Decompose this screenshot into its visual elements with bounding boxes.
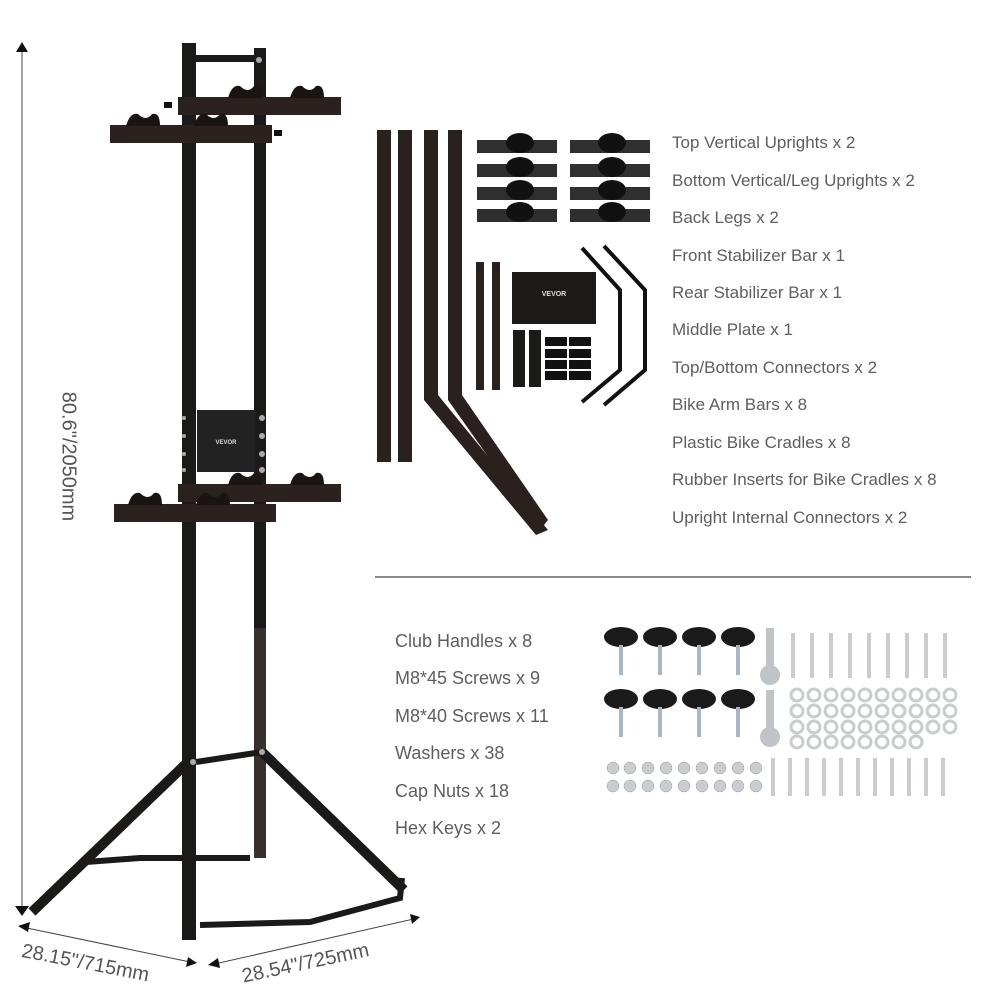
- cap-nuts: [606, 761, 763, 793]
- part-item: Upright Internal Connectors x 2: [672, 508, 908, 527]
- section-divider: [375, 576, 971, 578]
- hex-keys: [760, 628, 780, 747]
- hardware-item: M8*40 Screws x 11: [395, 706, 549, 726]
- part-item: Bottom Vertical/Leg Uprights x 2: [672, 171, 915, 190]
- club-handles: [604, 627, 755, 737]
- plate-logo: VEVOR: [215, 440, 237, 446]
- hardware-item: Hex Keys x 2: [395, 818, 502, 838]
- part-item: Top Vertical Uprights x 2: [672, 133, 856, 152]
- hardware-item: M8*45 Screws x 9: [395, 668, 541, 688]
- part-item: Rear Stabilizer Bar x 1: [672, 283, 843, 302]
- hardware-item: Cap Nuts x 18: [395, 781, 510, 801]
- part-item: Back Legs x 2: [672, 208, 779, 227]
- part-item: Front Stabilizer Bar x 1: [672, 246, 845, 265]
- part-item: Bike Arm Bars x 8: [672, 395, 808, 414]
- washers: [789, 687, 958, 750]
- m8x45-screws: [791, 633, 947, 678]
- part-item: Plastic Bike Cradles x 8: [672, 433, 851, 452]
- height-dimension-arrow: [15, 42, 29, 916]
- m8x40-screws: [771, 758, 945, 796]
- depth-dimension-arrow: [18, 922, 197, 967]
- hardware-item: Washers x 38: [395, 743, 505, 763]
- hardware-item: Club Handles x 8: [395, 631, 533, 651]
- height-dimension-label: 80.6"/2050mm: [57, 391, 80, 522]
- svg-text:VEVOR: VEVOR: [542, 291, 567, 298]
- part-item: Middle Plate x 1: [672, 320, 793, 339]
- width-dimension-arrow: [208, 914, 420, 968]
- part-item: Rubber Inserts for Bike Cradles x 8: [672, 470, 937, 489]
- part-item: Top/Bottom Connectors x 2: [672, 358, 878, 377]
